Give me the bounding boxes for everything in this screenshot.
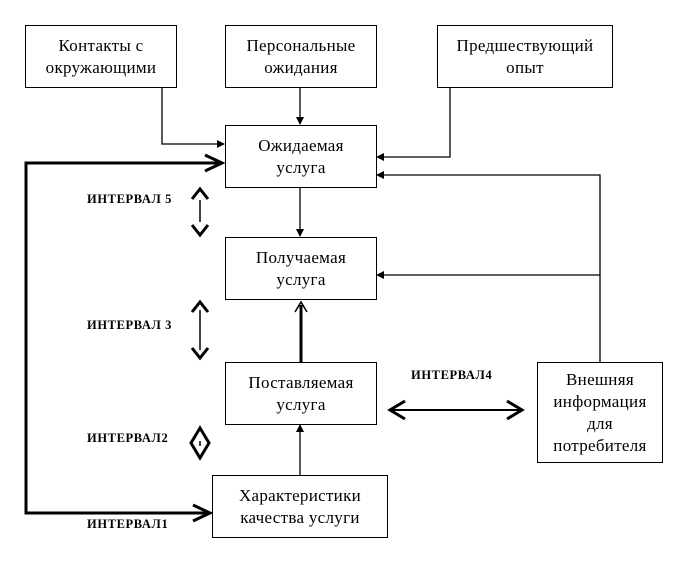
box-specs-label: Характеристики качества услуги (238, 485, 362, 527)
interval1-arrowhead-top (204, 153, 226, 173)
box-external-info: Внешняя информация для потребителя (537, 362, 663, 463)
box-quality-specs: Характеристики качества услуги (212, 475, 388, 538)
box-prior-experience: Предшествующий опыт (437, 25, 613, 88)
arrow-external-to-expected (376, 171, 601, 362)
arrow-contacts-to-expected (161, 87, 225, 148)
interval2-label: ИНТЕРВАЛ2 (87, 431, 169, 445)
interval5-label: ИНТЕРВАЛ 5 (87, 192, 173, 206)
box-delivered-label: Поставляемая услуга (248, 372, 354, 414)
interval4-right-head (506, 399, 525, 421)
box-perceived-service: Получаемая услуга (225, 237, 377, 300)
interval5-up-head (190, 186, 210, 200)
box-personal-expectations: Персональные ожидания (225, 25, 377, 88)
interval1-loop-line (24, 161, 222, 515)
interval4-label: ИНТЕРВАЛ4 (411, 368, 493, 382)
interval1-arrowhead-bottom (192, 503, 214, 523)
box-perceived-label: Получаемая услуга (255, 247, 347, 289)
interval4-left-head (387, 399, 406, 421)
box-expected-label: Ожидаемая услуга (258, 135, 344, 177)
interval3-up-head (190, 299, 210, 313)
arrow-prior-to-expected (376, 87, 451, 161)
interval3-label: ИНТЕРВАЛ 3 (87, 318, 173, 332)
interval2-diamond (189, 425, 211, 461)
interval5-down-head (190, 224, 210, 238)
box-delivered-service: Поставляемая услуга (225, 362, 377, 425)
box-contacts-label: Контакты с окружающими (45, 35, 157, 77)
box-personal-label: Персональные ожидания (246, 35, 356, 77)
box-expected-service: Ожидаемая услуга (225, 125, 377, 188)
box-prior-label: Предшествующий опыт (456, 35, 594, 77)
arrow-delivered-to-perceived-head (294, 300, 308, 313)
box-contacts: Контакты с окружающими (25, 25, 177, 88)
interval3-down-head (190, 347, 210, 361)
interval1-label: ИНТЕРВАЛ1 (87, 517, 169, 531)
box-external-label: Внешняя информация для потребителя (553, 369, 647, 455)
